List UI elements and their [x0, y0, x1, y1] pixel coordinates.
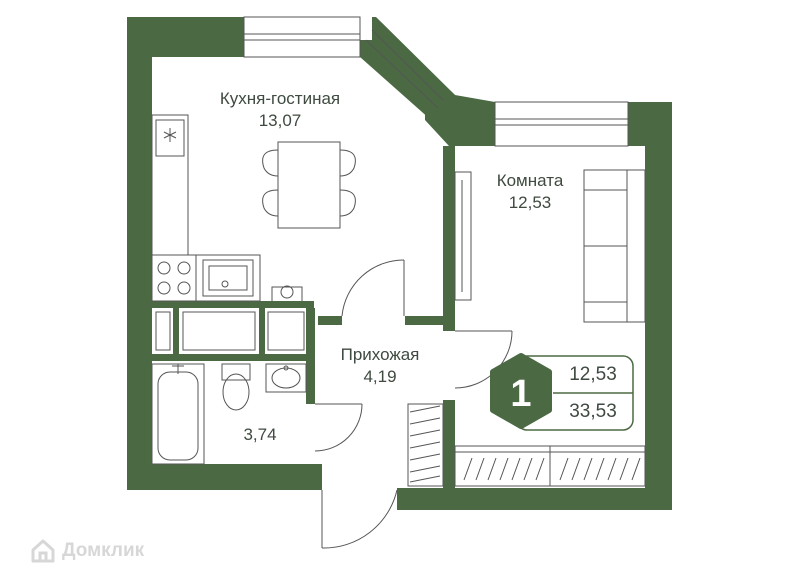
- watermark: Домклик: [30, 536, 144, 566]
- room-area-kitchen: 13,07: [258, 111, 302, 130]
- wardrobe-hanger-marks: [409, 405, 641, 483]
- room-name-kitchen: Кухня-гостиная: [219, 89, 341, 108]
- room-label-room: Комната 12,53: [475, 170, 585, 214]
- room-area-hall: 4,19: [363, 367, 397, 386]
- room-area-bath: 3,74: [243, 425, 277, 444]
- rooms-count: 1: [510, 373, 532, 415]
- total-area: 33,53: [569, 401, 617, 422]
- living-area: 12,53: [569, 364, 617, 385]
- room-name-room: Комната: [496, 171, 564, 190]
- fixtures: [151, 16, 646, 549]
- house-logo-icon: [31, 539, 55, 563]
- room-label-bath: 3,74: [225, 424, 295, 446]
- room-label-hall: Прихожая 4,19: [325, 344, 435, 388]
- rooms-count-hexagon: [490, 353, 552, 429]
- watermark-text: Домклик: [62, 540, 145, 561]
- room-label-kitchen: Кухня-гостиная 13,07: [195, 88, 365, 132]
- walls: [127, 17, 672, 510]
- room-name-hall: Прихожая: [340, 345, 420, 364]
- room-area-room: 12,53: [508, 193, 552, 212]
- area-badge: [490, 353, 634, 431]
